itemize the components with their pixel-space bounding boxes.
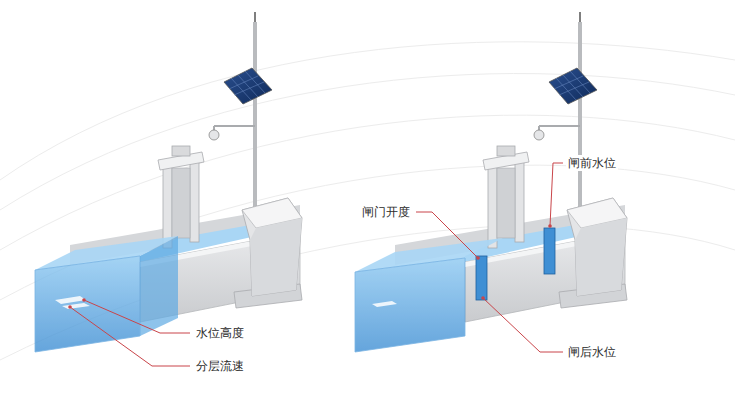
water-front: [35, 256, 140, 352]
right-water-box: [355, 238, 503, 352]
leader-dots: [548, 224, 552, 228]
flow-sensor: [55, 296, 86, 304]
water-front: [355, 258, 465, 352]
leader-line: [550, 163, 563, 226]
water-level-sensor: [476, 256, 487, 300]
callout-label: 闸门开度: [360, 204, 412, 220]
leader-dots: [68, 224, 552, 309]
background-curves: [0, 74, 735, 210]
leader-dots: [82, 298, 86, 302]
flow-sensor: [372, 301, 397, 307]
flow-sensor: [372, 301, 397, 307]
callout-label: 水位高度: [194, 325, 246, 341]
left-water-box: [35, 236, 178, 352]
leader-dots: [68, 305, 72, 309]
leader-lines: [70, 300, 190, 366]
leader-dots: [481, 296, 485, 300]
leader-line: [416, 212, 478, 258]
level-sensors: [476, 228, 555, 300]
leader-line: [70, 307, 190, 366]
callout-label: 分层流速: [194, 358, 246, 374]
flow-sensor: [62, 303, 90, 309]
background-curves: [0, 42, 735, 360]
water-side: [140, 236, 178, 336]
flow-sensor: [55, 296, 90, 309]
callout-label: 闸前水位: [566, 155, 618, 171]
leader-dots: [476, 256, 480, 260]
callout-label: 闸后水位: [566, 344, 618, 360]
background-curves: [0, 42, 735, 180]
water-level-sensor: [544, 228, 555, 274]
leader-lines: [416, 163, 563, 352]
leader-line: [483, 298, 563, 352]
